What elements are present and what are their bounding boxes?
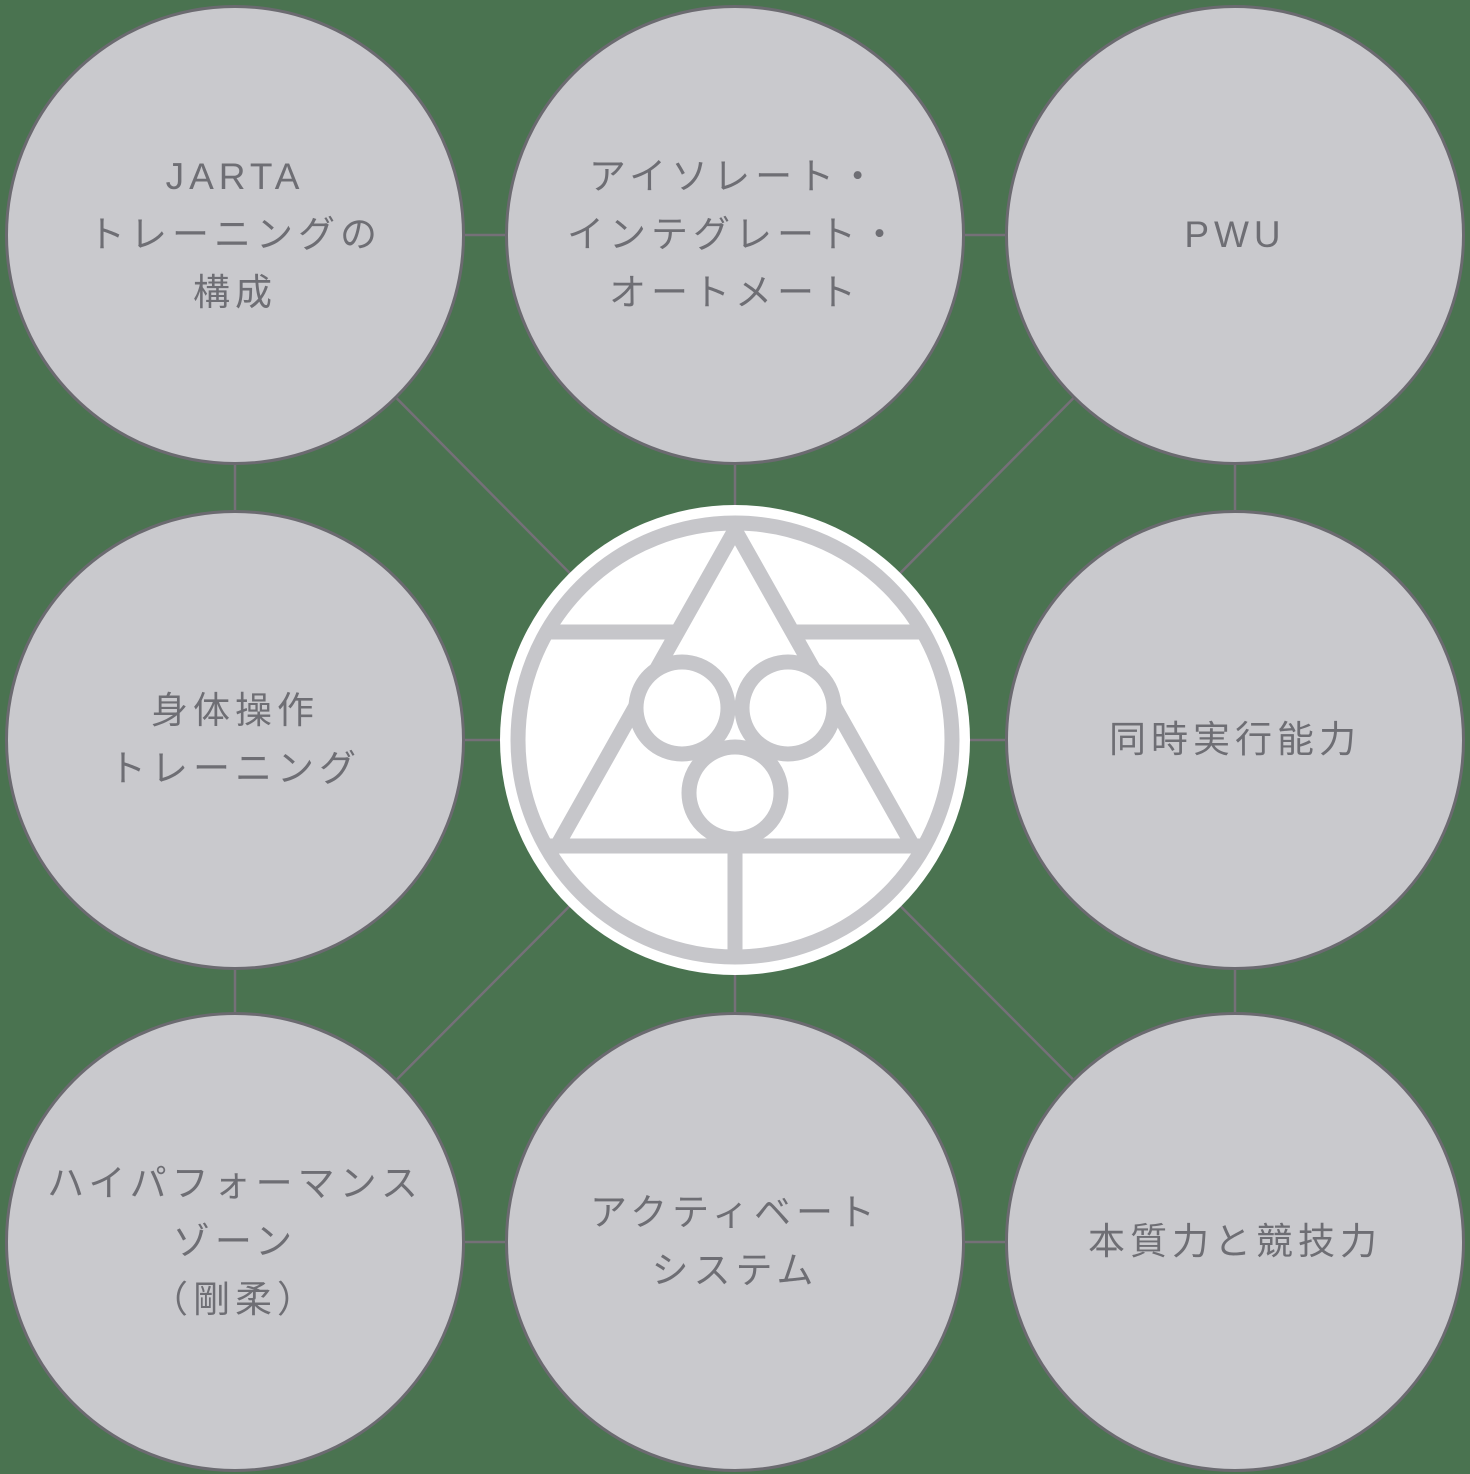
node-label: 本質力と競技力 (1088, 1213, 1382, 1271)
node-activate-system: アクティベート システム (505, 1012, 965, 1472)
label-line: PWU (1184, 214, 1286, 255)
node-essential-and-competitive-power: 本質力と競技力 (1005, 1012, 1465, 1472)
node-label: 身体操作 トレーニング (109, 682, 361, 798)
jarta-logo-icon (500, 505, 970, 975)
label-line: アイソレート・ (588, 156, 882, 197)
node-label: PWU (1184, 206, 1285, 264)
node-jarta-training-structure: JARTA トレーニングの 構成 (5, 5, 465, 465)
node-body-operation-training: 身体操作 トレーニング (5, 510, 465, 970)
node-isolate-integrate-automate: アイソレート・ インテグレート・ オートメート (505, 5, 965, 465)
node-pwu: PWU (1005, 5, 1465, 465)
label-line: オートメート (609, 272, 861, 313)
node-label: 同時実行能力 (1109, 711, 1361, 769)
label-line: トレーニング (109, 748, 361, 789)
label-line: システム (651, 1250, 819, 1291)
label-line: （剛柔） (151, 1279, 319, 1320)
center-node (500, 505, 970, 975)
logo-small-circle-bottom (681, 739, 789, 847)
node-simultaneous-execution-ability: 同時実行能力 (1005, 510, 1465, 970)
label-line: JARTA (165, 156, 305, 197)
node-label: ハイパフォーマンス ゾーン （剛柔） (47, 1155, 423, 1329)
label-line: 構成 (193, 272, 277, 313)
label-line: 身体操作 (151, 690, 319, 731)
node-high-performance-zone: ハイパフォーマンス ゾーン （剛柔） (5, 1012, 465, 1472)
label-line: アクティベート (590, 1192, 880, 1233)
logo-small-circle-right (734, 654, 842, 762)
label-line: ゾーン (172, 1221, 298, 1262)
node-label: JARTA トレーニングの 構成 (88, 148, 382, 322)
label-line: トレーニングの (88, 214, 382, 255)
node-label: アクティベート システム (590, 1184, 880, 1300)
label-line: インテグレート・ (567, 214, 903, 255)
node-label: アイソレート・ インテグレート・ オートメート (567, 148, 903, 322)
label-line: 本質力と競技力 (1088, 1221, 1382, 1262)
label-line: 同時実行能力 (1109, 719, 1361, 760)
logo-small-circle-left (628, 654, 736, 762)
label-line: ハイパフォーマンス (47, 1163, 423, 1204)
